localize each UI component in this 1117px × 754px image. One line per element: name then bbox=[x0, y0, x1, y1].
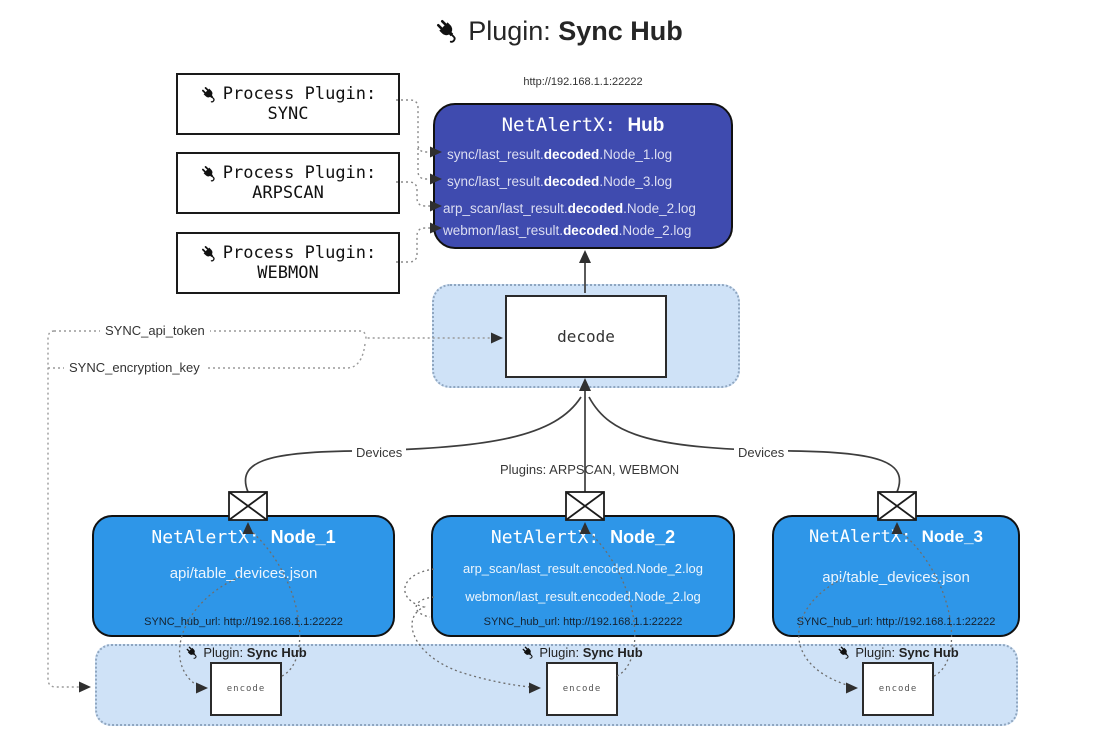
process-plugin-name: WEBMON bbox=[257, 263, 319, 283]
edge-label-devices-left: Devices bbox=[352, 445, 407, 460]
process-plugin-label: Process Plugin: bbox=[222, 163, 377, 183]
hub-title-name: Hub bbox=[627, 115, 665, 136]
edge-label-devices-right: Devices bbox=[734, 445, 789, 460]
node-line: webmon/last_result.encoded.Node_2.log bbox=[465, 589, 701, 604]
encoder-label-3: Plugin: Sync Hub bbox=[808, 645, 988, 660]
config-encryption-key-label: SYNC_encryption_key bbox=[64, 360, 205, 375]
plug-icon bbox=[201, 165, 215, 181]
hub-log-line: sync/last_result.decoded.Node_1.log bbox=[447, 147, 673, 162]
encode-box-1: encode bbox=[210, 662, 282, 716]
node-footer: SYNC_hub_url: http://192.168.1.1:22222 bbox=[483, 616, 683, 628]
process-plugin-arpscan: Process Plugin: ARPSCAN bbox=[176, 152, 400, 214]
encode-box-3: encode bbox=[862, 662, 934, 716]
hub-log-line: arp_scan/last_result.decoded.Node_2.log bbox=[443, 201, 696, 216]
hub-title-prefix: NetAlertX: bbox=[501, 114, 628, 136]
node-title: NetAlertX: Node_3 bbox=[808, 527, 983, 547]
plug-icon bbox=[437, 19, 456, 43]
node-footer: SYNC_hub_url: http://192.168.1.1:22222 bbox=[144, 616, 343, 628]
plug-icon bbox=[522, 646, 533, 659]
node-1-box: NetAlertX: Node_1 api/table_devices.json… bbox=[92, 515, 395, 637]
hub-url: http://192.168.1.1:22222 bbox=[523, 76, 643, 88]
decode-box: decode bbox=[505, 295, 667, 378]
hub-log-line: webmon/last_result.decoded.Node_2.log bbox=[443, 223, 692, 238]
plug-icon bbox=[201, 86, 215, 102]
page-title: Plugin: Sync Hub bbox=[0, 16, 1117, 47]
node-line: arp_scan/last_result.encoded.Node_2.log bbox=[463, 561, 703, 576]
process-plugin-webmon: Process Plugin: WEBMON bbox=[176, 232, 400, 294]
process-plugin-sync: Process Plugin: SYNC bbox=[176, 73, 400, 135]
hub-box: NetAlertX: Hub sync/last_result.decoded.… bbox=[433, 103, 733, 249]
hub-log-line: sync/last_result.decoded.Node_3.log bbox=[447, 174, 673, 189]
page-title-prefix: Plugin: bbox=[468, 16, 559, 46]
node-line: api/table_devices.json bbox=[822, 569, 970, 586]
node-line: api/table_devices.json bbox=[169, 565, 318, 582]
encoder-label-2: Plugin: Sync Hub bbox=[492, 645, 672, 660]
process-plugin-label: Process Plugin: bbox=[222, 84, 377, 104]
node-2-box: NetAlertX: Node_2 arp_scan/last_result.e… bbox=[431, 515, 735, 637]
arrowhead-right-icon bbox=[79, 681, 91, 693]
node-title: NetAlertX: Node_1 bbox=[151, 527, 336, 548]
edge-label-plugins: Plugins: ARPSCAN, WEBMON bbox=[500, 462, 680, 477]
page-title-name: Sync Hub bbox=[558, 16, 683, 46]
encode-box-2: encode bbox=[546, 662, 618, 716]
process-plugin-name: SYNC bbox=[267, 104, 309, 124]
plugin-connectors bbox=[396, 99, 430, 263]
config-api-token-label: SYNC_api_token bbox=[100, 323, 210, 338]
arrowhead-up-icon bbox=[579, 250, 591, 263]
hub-title: NetAlertX: Hub bbox=[435, 114, 731, 137]
decode-label: decode bbox=[557, 327, 615, 346]
node-title: NetAlertX: Node_2 bbox=[490, 527, 676, 548]
plug-icon bbox=[186, 646, 197, 659]
node-footer: SYNC_hub_url: http://192.168.1.1:22222 bbox=[796, 616, 996, 628]
node-3-box: NetAlertX: Node_3 api/table_devices.json… bbox=[772, 515, 1020, 637]
plug-icon bbox=[838, 646, 849, 659]
edge-node1-to-decode bbox=[244, 396, 582, 493]
encoder-label-1: Plugin: Sync Hub bbox=[156, 645, 336, 660]
process-plugin-name: ARPSCAN bbox=[252, 183, 324, 203]
config-arrowheads bbox=[79, 332, 503, 693]
plug-icon bbox=[201, 245, 215, 261]
process-plugin-label: Process Plugin: bbox=[222, 243, 377, 263]
